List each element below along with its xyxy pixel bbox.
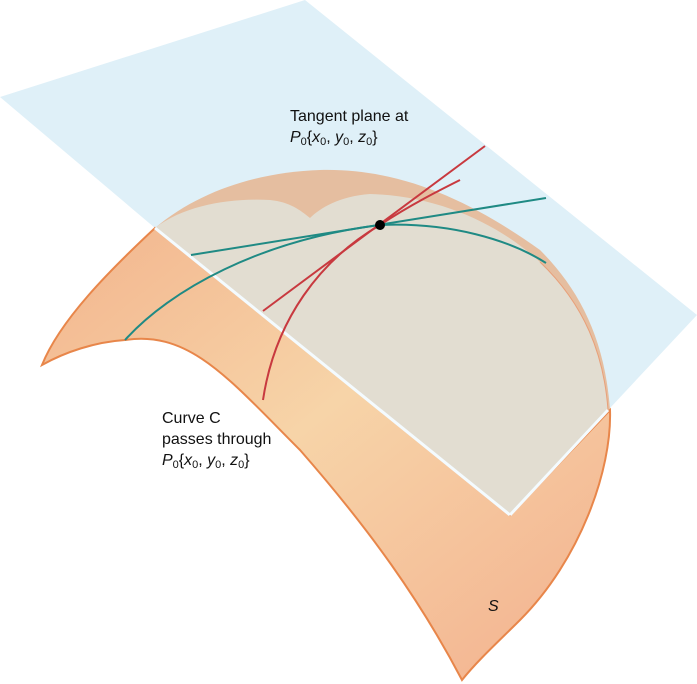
tangent-plane-label-line1: Tangent plane at: [290, 108, 409, 125]
tangent-plane-label-point: P0{x0, y0, z0}: [290, 129, 378, 148]
curve-c-label: Curve C passes through P0{x0, y0, z0}: [162, 408, 271, 476]
curve-c-label-point: P0{x0, y0, z0}: [162, 452, 250, 471]
surface-outline-through-plane: [539, 261, 609, 411]
teal-tangent-line: [190, 197, 547, 256]
point-p0: [375, 220, 385, 230]
tangent-plane-label: Tangent plane at P0{x0, y0, z0}: [290, 106, 408, 153]
curve-c-label-line2: passes through: [162, 431, 272, 448]
curve-c-label-line1: Curve C: [162, 410, 221, 427]
red-tangent-line: [262, 145, 486, 312]
surface-plane-overlap: [155, 194, 608, 515]
surface-s-label: S: [488, 598, 499, 615]
